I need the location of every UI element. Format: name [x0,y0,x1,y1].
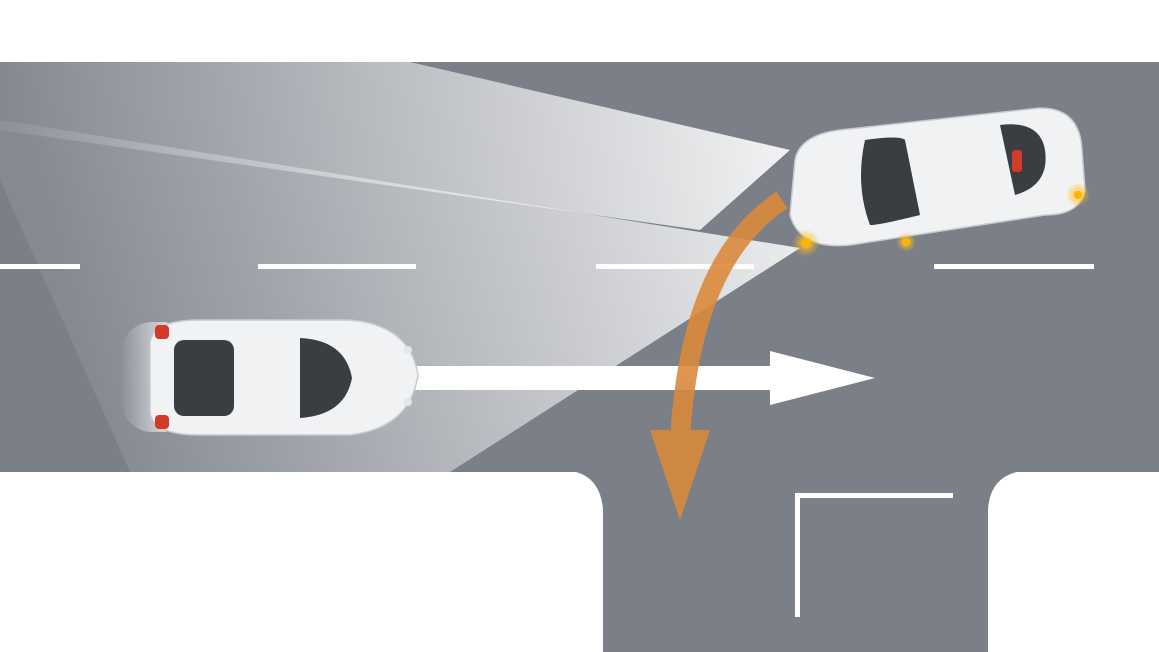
turn-path-arrow [650,191,788,520]
turn-arrow-shaft [670,191,788,441]
turning-car [789,107,1090,257]
sensor-beam-far [0,62,790,230]
indicator-light [801,238,811,248]
tail-light [155,415,169,429]
windscreen [861,137,920,225]
lane-dash [934,264,1094,269]
straight-path-arrow [405,351,875,405]
rear-window [1000,124,1046,195]
indicator-light [1074,191,1082,199]
turn-arrow-head [650,430,710,520]
windscreen [300,338,352,418]
tail-light [1012,150,1022,172]
oncoming-car [122,319,419,436]
indicator-light [902,238,910,246]
headlight [404,398,412,406]
rear-window [174,340,234,416]
tail-light [155,325,169,339]
headlight [404,346,412,354]
